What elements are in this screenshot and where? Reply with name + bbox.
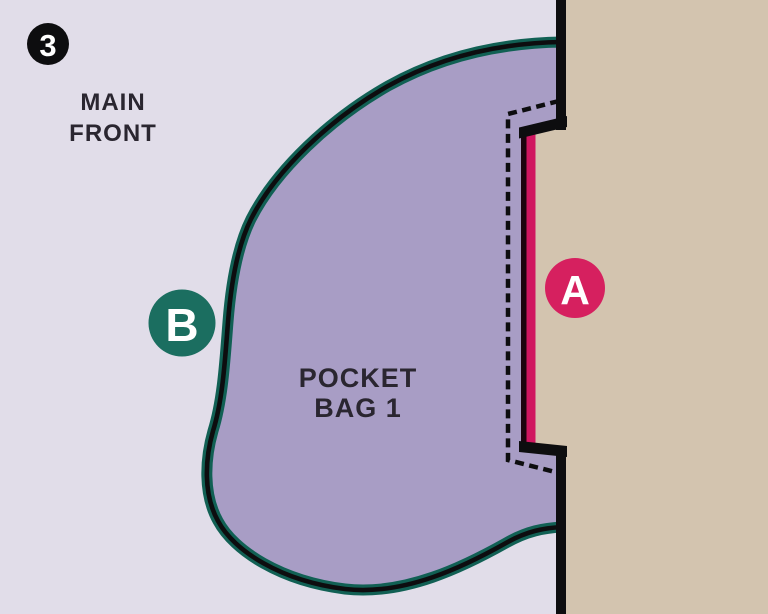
- main-front-label-line1: MAIN: [80, 89, 145, 116]
- notch-top-bar: [519, 116, 567, 139]
- fabric-edge-line-bottom: [556, 447, 566, 614]
- stitch-dashed-line: [505, 98, 560, 476]
- main-front-label-line2: FRONT: [69, 120, 157, 147]
- pocket-bag-label-line1: POCKET: [299, 363, 418, 393]
- step-number-badge: [27, 23, 69, 65]
- pocket-opening-shadow-line: [521, 131, 527, 446]
- badge-b-label: B: [165, 299, 198, 351]
- badge-b-circle: [148, 289, 216, 357]
- pocket-bag-seam-line: [204, 39, 565, 593]
- right-fabric-panel: [535, 0, 768, 614]
- badge-a-circle: [545, 258, 605, 318]
- badge-a-label: A: [560, 267, 590, 313]
- fabric-edge-line-top: [556, 0, 566, 130]
- pocket-opening-pink-line: [526, 131, 536, 446]
- notch-bottom-bar: [519, 441, 567, 457]
- step-number-label: 3: [39, 28, 56, 63]
- pocket-bag-label-line2: BAG 1: [314, 393, 402, 423]
